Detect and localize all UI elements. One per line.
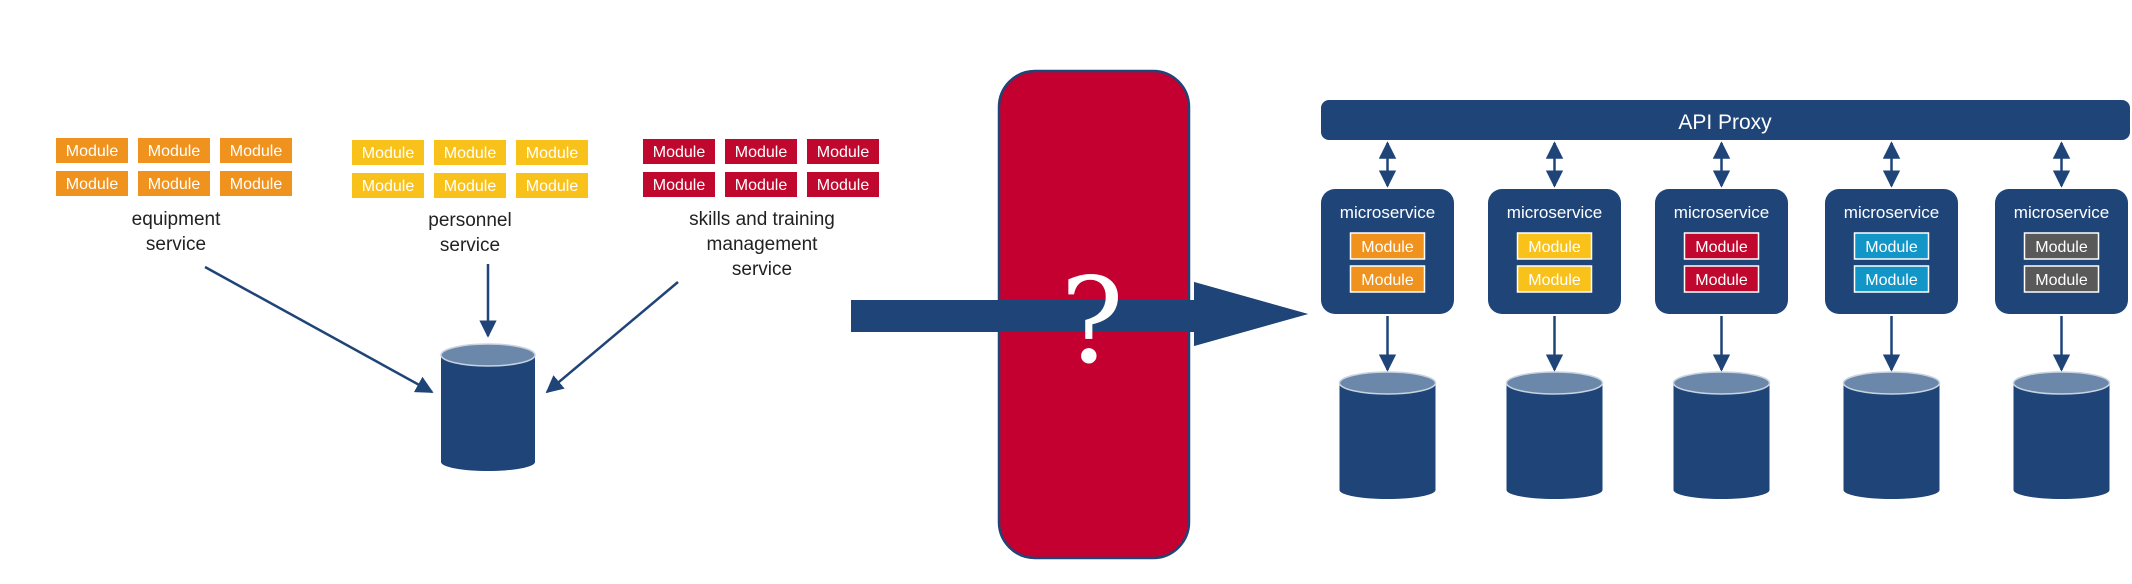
microservice-title: microservice: [1340, 203, 1435, 222]
module-tile: [1683, 232, 1760, 260]
module-label: Module: [653, 144, 706, 161]
module-label: Module: [735, 177, 788, 194]
module-tile: Module: [56, 171, 128, 196]
module-tile: [1349, 265, 1426, 293]
module-tile: Module: [725, 172, 797, 197]
module-label: Module: [230, 176, 283, 193]
module-tile: Module: [643, 172, 715, 197]
module-tile: Module: [516, 173, 588, 198]
migration-arrow-overlay: [999, 282, 1308, 346]
module-tile: Module: [643, 139, 715, 164]
module-tile: Module: [56, 138, 128, 163]
module-label: Module: [362, 145, 415, 162]
module-label: Module: [66, 143, 119, 160]
module-label: Module: [1695, 272, 1748, 289]
module-tile: Module: [138, 138, 210, 163]
module-label: Module: [653, 177, 706, 194]
module-tile: [1349, 232, 1426, 260]
module-label: Module: [817, 177, 870, 194]
microservice-title: microservice: [1674, 203, 1769, 222]
personnel-service-label-line2: service: [440, 235, 500, 256]
module-label: Module: [362, 178, 415, 195]
skills-service-label-line3: service: [732, 259, 792, 280]
module-label: Module: [66, 176, 119, 193]
module-tile: Module: [434, 173, 506, 198]
module-label: Module: [1865, 239, 1918, 256]
module-label: Module: [526, 178, 579, 195]
microservice-title: microservice: [1507, 203, 1602, 222]
module-tile: Module: [220, 138, 292, 163]
module-tile: [1853, 232, 1930, 260]
api-proxy-bar: [1321, 100, 2130, 140]
module-tile: Module: [434, 140, 506, 165]
module-label: Module: [2035, 272, 2088, 289]
module-label: Module: [2035, 239, 2088, 256]
microservices-section: API Proxy microserviceModuleModulemicros…: [1321, 100, 2130, 499]
module-tile: [1853, 265, 1930, 293]
module-tile: Module: [138, 171, 210, 196]
module-tile: Module: [516, 140, 588, 165]
module-tile: Module: [725, 139, 797, 164]
module-label: Module: [148, 176, 201, 193]
module-tile: [1516, 232, 1593, 260]
module-label: Module: [1361, 239, 1414, 256]
module-tile: Module: [352, 140, 424, 165]
database-icon: [1672, 371, 1771, 499]
module-label: Module: [817, 144, 870, 161]
shared-database-icon: [440, 343, 536, 471]
module-label: Module: [148, 143, 201, 160]
module-label: Module: [526, 145, 579, 162]
microservice-list: microserviceModuleModulemicroserviceModu…: [1321, 141, 2128, 499]
module-label: Module: [735, 144, 788, 161]
equipment-to-db-arrow: [204, 265, 434, 394]
module-label: Module: [1528, 239, 1581, 256]
microservice-title: microservice: [1844, 203, 1939, 222]
microservice-title: microservice: [2014, 203, 2109, 222]
module-label: Module: [444, 178, 497, 195]
module-label: Module: [1528, 272, 1581, 289]
database-icon: [2012, 371, 2111, 499]
module-tile: Module: [352, 173, 424, 198]
module-label: Module: [230, 143, 283, 160]
database-icon: [1842, 371, 1941, 499]
equipment-service-label-line2: service: [146, 234, 206, 255]
module-tile: [1683, 265, 1760, 293]
module-tile: [2023, 232, 2100, 260]
module-label: Module: [1865, 272, 1918, 289]
skills-service-label-line2: management: [707, 234, 819, 255]
module-tile: Module: [807, 139, 879, 164]
equipment-service-label-line1: equipment: [132, 209, 221, 230]
question-mark-icon: ?: [1060, 252, 1123, 390]
database-icon: [1338, 371, 1437, 499]
module-tile: [2023, 265, 2100, 293]
module-label: Module: [1361, 272, 1414, 289]
module-label: Module: [444, 145, 497, 162]
module-tile: [1516, 265, 1593, 293]
transition-section: ?: [851, 69, 1308, 560]
api-proxy-label: API Proxy: [1678, 111, 1772, 134]
personnel-service-label-line1: personnel: [428, 210, 511, 231]
skills-to-db-arrow: [545, 281, 679, 394]
skills-service-label-line1: skills and training: [689, 209, 835, 230]
module-tile: Module: [220, 171, 292, 196]
database-icon: [1505, 371, 1604, 499]
module-label: Module: [1695, 239, 1748, 256]
module-tile: Module: [807, 172, 879, 197]
